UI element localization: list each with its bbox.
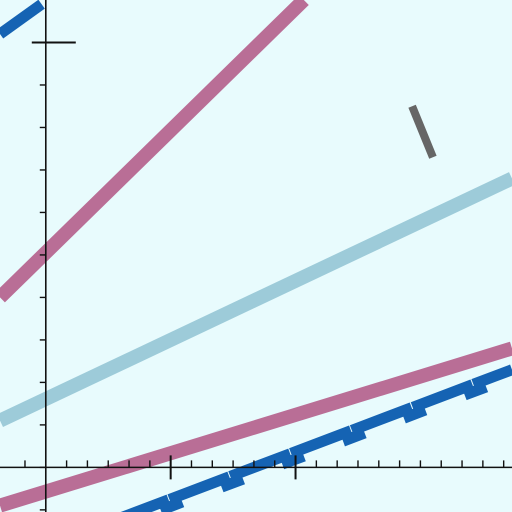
series-line-6	[408, 104, 437, 159]
series-line-5	[120, 364, 512, 512]
series-line-1	[0, 0, 309, 303]
series-line-2	[0, 172, 512, 427]
series-line-3	[0, 341, 512, 512]
series-line-4	[0, 0, 45, 39]
